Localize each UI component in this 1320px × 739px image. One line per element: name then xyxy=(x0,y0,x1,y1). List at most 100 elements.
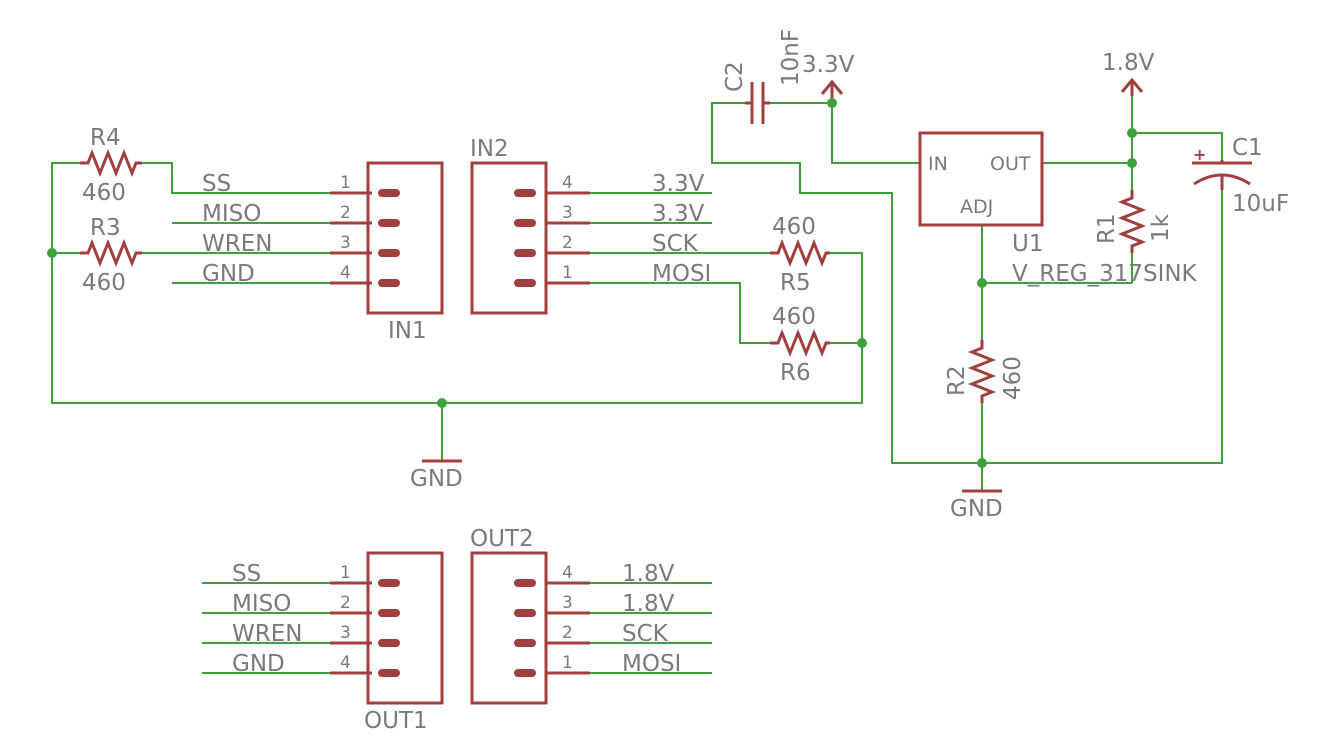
connector-out2[interactable]: 4 3 2 1 1.8V 1.8V SCK MOSI OUT2 xyxy=(470,526,681,705)
capacitor-name: C2 xyxy=(722,61,748,92)
connector-name: OUT2 xyxy=(470,526,534,552)
wire-in2-mosi[interactable] xyxy=(590,282,770,344)
junction xyxy=(977,278,987,288)
resistor-symbol xyxy=(80,238,142,268)
resistor-symbol xyxy=(80,148,142,178)
resistor-value: 460 xyxy=(772,214,816,240)
resistor-r4[interactable]: R4 460 xyxy=(80,125,142,206)
resistor-name: R5 xyxy=(780,270,811,296)
resistor-value: 460 xyxy=(82,270,126,296)
junction xyxy=(47,248,57,258)
resistor-name: R6 xyxy=(780,360,811,386)
capacitor-value: 10uF xyxy=(1232,191,1289,217)
net-label: MISO xyxy=(202,201,261,227)
resistor-symbol xyxy=(967,340,997,403)
pin-number: 1 xyxy=(562,263,573,283)
wire-c2-left[interactable] xyxy=(711,102,1223,464)
net-label: GND xyxy=(232,651,285,677)
pin-number: 1 xyxy=(562,653,573,673)
resistor-symbol xyxy=(1117,190,1147,253)
junction xyxy=(1127,158,1137,168)
connector-in1[interactable]: 1 2 3 4 SS MISO WREN GND IN1 xyxy=(202,161,444,344)
resistor-name: R1 xyxy=(1094,213,1120,244)
resistor-symbol xyxy=(770,328,830,358)
connector-out1[interactable]: 1 2 3 4 SS MISO WREN GND OUT1 xyxy=(232,551,444,734)
net-label: SS xyxy=(232,561,261,587)
resistor-value: 460 xyxy=(1000,356,1026,400)
junction xyxy=(857,338,867,348)
regulator-body xyxy=(918,131,1044,227)
junction xyxy=(977,458,987,468)
ground-label: GND xyxy=(950,496,1003,522)
connector-name: IN1 xyxy=(388,318,427,344)
net-label: MOSI xyxy=(622,651,681,677)
junctions xyxy=(47,98,1137,468)
pin-label-out: OUT xyxy=(990,153,1031,175)
resistor-value: 1k xyxy=(1148,213,1174,242)
resistor-r5[interactable]: 460 R5 xyxy=(770,214,830,296)
pin-number: 2 xyxy=(562,623,573,643)
junction xyxy=(437,398,447,408)
ground-1[interactable]: GND xyxy=(410,459,463,492)
in2-body xyxy=(470,161,548,315)
junction xyxy=(1127,128,1137,138)
pin-number: 3 xyxy=(340,623,351,643)
net-label: SS xyxy=(202,171,231,197)
pin-number: 4 xyxy=(340,263,351,283)
net-label: 1.8V xyxy=(622,561,675,587)
resistor-r6[interactable]: 460 R6 xyxy=(770,304,830,386)
wires xyxy=(51,82,1223,674)
net-label: 3.3V xyxy=(652,171,705,197)
capacitor-value: 10nF xyxy=(778,29,804,86)
pin-number: 3 xyxy=(562,203,573,223)
pin-number: 4 xyxy=(562,563,573,583)
capacitor-c2[interactable]: C2 10nF xyxy=(722,29,804,124)
junction xyxy=(827,98,837,108)
resistor-symbol xyxy=(770,238,830,268)
supply-label: 3.3V xyxy=(802,52,855,78)
pin-number: 2 xyxy=(562,233,573,253)
pin-label-in: IN xyxy=(928,153,948,175)
polarity-mark: + xyxy=(1193,145,1206,164)
net-label: WREN xyxy=(202,231,272,257)
resistor-r3[interactable]: R3 460 xyxy=(80,215,142,296)
pin-number: 4 xyxy=(562,173,573,193)
resistor-r1[interactable]: R1 1k xyxy=(1094,190,1174,253)
pin-number: 3 xyxy=(340,233,351,253)
out2-body xyxy=(470,551,548,705)
resistor-name: R4 xyxy=(90,125,121,151)
out1-body xyxy=(366,551,444,705)
connector-name: OUT1 xyxy=(364,708,428,734)
wire-c1-top[interactable] xyxy=(1132,132,1223,160)
net-label: GND xyxy=(202,261,255,287)
supply-3v3[interactable]: 3.3V xyxy=(802,52,855,98)
in1-body xyxy=(366,161,444,315)
wire-left-bus[interactable] xyxy=(51,162,863,404)
regulator-u1[interactable]: IN OUT ADJ U1 V_REG_317SINK xyxy=(918,131,1198,287)
capacitor-c1[interactable]: + C1 10uF xyxy=(1192,135,1289,217)
resistor-value: 460 xyxy=(82,180,126,206)
capacitor-plate-curved xyxy=(1193,173,1251,186)
connector-name: IN2 xyxy=(470,136,509,162)
resistor-name: R3 xyxy=(90,215,121,241)
resistor-name: R2 xyxy=(944,365,970,396)
ground-label: GND xyxy=(410,466,463,492)
supply-label: 1.8V xyxy=(1102,50,1155,76)
net-label: MOSI xyxy=(652,261,711,287)
ground-2[interactable]: GND xyxy=(950,489,1003,522)
connector-in2[interactable]: 4 3 2 1 3.3V 3.3V SCK MOSI IN2 xyxy=(470,136,711,315)
net-label: 1.8V xyxy=(622,591,675,617)
resistor-value: 460 xyxy=(772,304,816,330)
net-label: 3.3V xyxy=(652,201,705,227)
wire-c2-right[interactable] xyxy=(770,102,920,164)
pin-number: 1 xyxy=(340,563,351,583)
regulator-value: V_REG_317SINK xyxy=(1012,261,1198,287)
resistor-r2[interactable]: R2 460 xyxy=(944,340,1026,403)
pin-number: 1 xyxy=(340,173,351,193)
supply-1v8[interactable]: 1.8V xyxy=(1102,50,1155,96)
wire-ss-in1[interactable] xyxy=(142,162,330,194)
pin-number: 4 xyxy=(340,653,351,673)
net-label: WREN xyxy=(232,621,302,647)
capacitor-name: C1 xyxy=(1232,135,1263,161)
